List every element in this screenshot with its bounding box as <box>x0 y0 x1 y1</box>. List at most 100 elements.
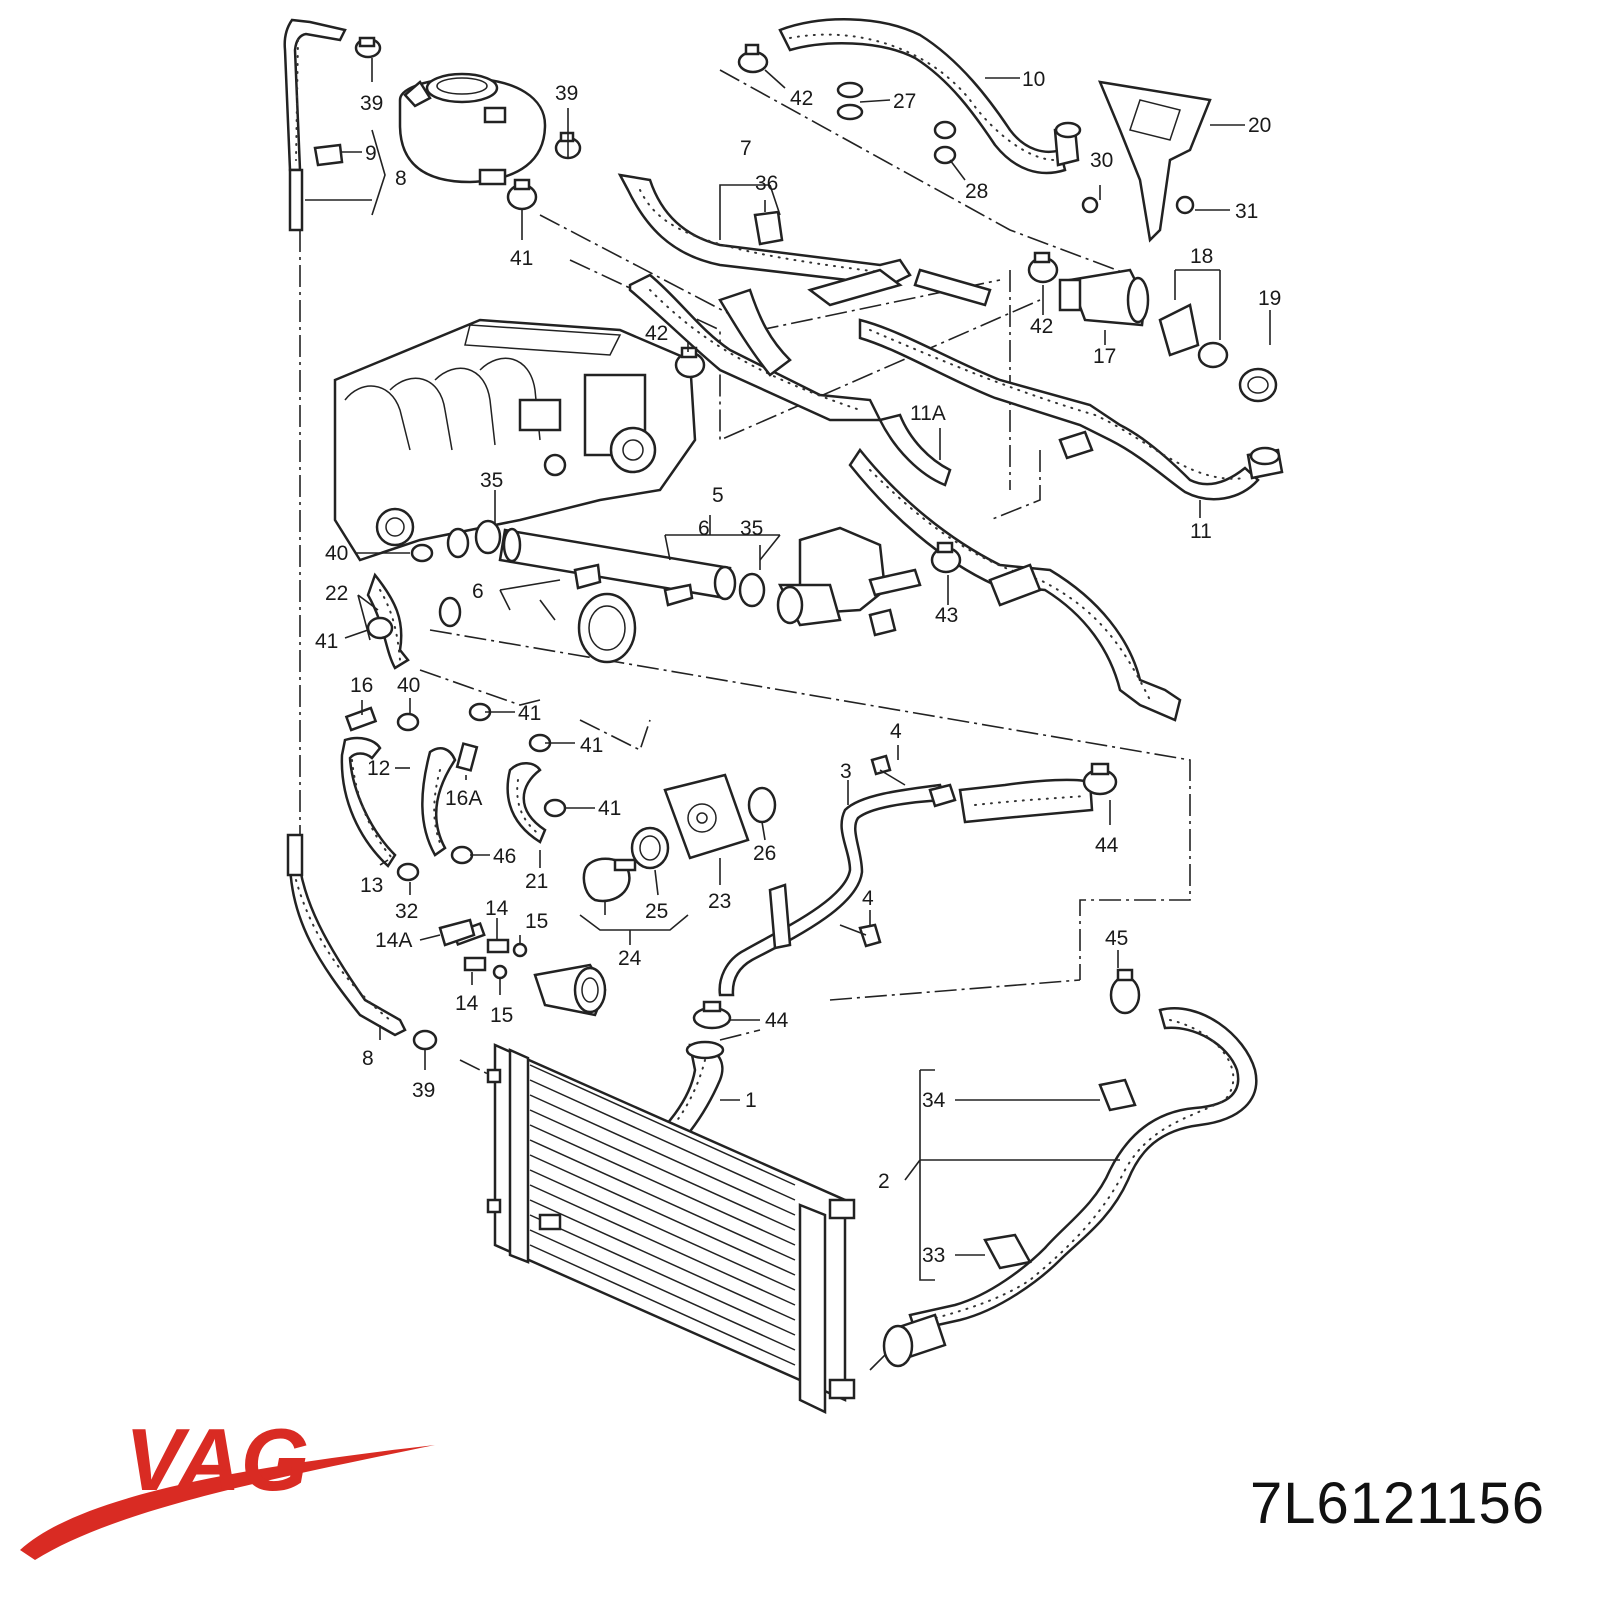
oil-cooler-23 <box>582 773 777 903</box>
callout-8-top: 8 <box>395 167 407 190</box>
clamp-32 <box>396 862 420 882</box>
callout-12: 12 <box>367 757 390 780</box>
callout-22: 22 <box>325 582 348 605</box>
leader-lines <box>305 58 1271 1281</box>
clamp-34 <box>1098 1078 1137 1112</box>
connector-14 <box>438 918 607 1017</box>
callout-14A: 14A <box>375 929 412 952</box>
callout-labels: 39 39 9 8 41 7 36 42 27 10 28 20 30 31 1… <box>315 68 1281 1267</box>
clamp-40-top <box>410 543 434 563</box>
clamp-41-tank <box>506 178 538 211</box>
clamp-40-mid <box>396 712 420 732</box>
callout-16: 16 <box>350 674 373 697</box>
clamp-43 <box>930 541 962 574</box>
callout-8-bottom: 8 <box>362 1047 374 1070</box>
logo-text: VAG <box>125 1410 309 1509</box>
clamp-39-top <box>354 36 382 59</box>
clamp-44-top <box>1082 762 1118 796</box>
clamp-9 <box>313 143 344 167</box>
callout-20: 20 <box>1248 114 1271 137</box>
clamp-42-right <box>1027 251 1059 284</box>
expansion-tank <box>398 72 547 186</box>
clamp-36 <box>753 210 784 246</box>
callout-35-left: 35 <box>480 469 503 492</box>
clamp-39-bottom <box>412 1029 438 1051</box>
coolant-pipe-3 <box>718 754 1094 997</box>
clamp-41-left <box>366 616 394 640</box>
callout-42-right: 42 <box>1030 315 1053 338</box>
callout-40-mid: 40 <box>397 674 420 697</box>
hose-11 <box>858 318 1284 501</box>
clamp-28 <box>933 120 957 165</box>
callout-43: 43 <box>935 604 958 627</box>
callout-14-top: 14 <box>485 897 509 920</box>
callout-24: 24 <box>618 947 642 970</box>
callout-16A: 16A <box>445 787 482 810</box>
callout-44-bottom: 44 <box>765 1009 789 1032</box>
callout-18: 18 <box>1190 245 1213 268</box>
callout-7: 7 <box>740 137 752 160</box>
callout-36: 36 <box>755 172 778 195</box>
hose-8 <box>283 18 407 1037</box>
callout-15-top: 15 <box>525 910 548 933</box>
callout-2: 2 <box>878 1170 890 1193</box>
callout-6-left: 6 <box>472 580 484 603</box>
callout-40-top: 40 <box>325 542 348 565</box>
thermostat-housing <box>776 526 922 637</box>
callout-39-mid: 39 <box>555 82 578 105</box>
callout-30: 30 <box>1090 149 1113 172</box>
callout-10: 10 <box>1022 68 1045 91</box>
callout-39-bottom: 39 <box>412 1079 435 1102</box>
callout-41-tank: 41 <box>510 247 533 270</box>
callout-23: 23 <box>708 890 731 913</box>
callout-42-top: 42 <box>790 87 813 110</box>
callout-41-c: 41 <box>598 797 621 820</box>
hose-7 <box>617 173 992 422</box>
callout-41-left: 41 <box>315 630 338 653</box>
clamp-27 <box>836 81 864 121</box>
clamp-41-c <box>543 798 567 818</box>
callout-5: 5 <box>712 484 724 507</box>
hose-clamps <box>313 36 1141 1270</box>
callout-9: 9 <box>365 142 377 165</box>
callout-21: 21 <box>525 870 548 893</box>
callout-26: 26 <box>753 842 776 865</box>
callout-4-bottom: 4 <box>862 887 874 910</box>
callout-19: 19 <box>1258 287 1281 310</box>
clamp-42-top <box>737 43 769 74</box>
coolant-pipe-5 <box>438 519 766 664</box>
hose-10 <box>778 18 1082 175</box>
callout-14-bottom: 14 <box>455 992 479 1015</box>
callout-39-top: 39 <box>360 92 383 115</box>
part-number: 7L6121156 <box>1249 1471 1545 1536</box>
hose-2 <box>882 1007 1258 1368</box>
clamp-42-mid <box>674 346 706 379</box>
callout-11: 11 <box>1190 520 1212 543</box>
callout-1: 1 <box>745 1089 757 1112</box>
callout-27: 27 <box>893 90 916 113</box>
callout-13: 13 <box>360 874 383 897</box>
auxiliary-pump-17 <box>1058 80 1278 403</box>
callout-41-a: 41 <box>518 702 541 725</box>
vag-logo: VAG <box>20 1410 435 1560</box>
callout-42-mid: 42 <box>645 322 668 345</box>
radiator <box>486 1043 856 1414</box>
clamp-45 <box>1109 968 1141 1015</box>
clamp-33 <box>983 1233 1032 1270</box>
callout-28: 28 <box>965 180 988 203</box>
callout-15-bottom: 15 <box>490 1004 513 1027</box>
callout-34: 34 <box>922 1089 946 1112</box>
callout-35-right: 35 <box>740 517 763 540</box>
callout-46: 46 <box>493 845 516 868</box>
callout-32: 32 <box>395 900 418 923</box>
callout-4-top: 4 <box>890 720 902 743</box>
callout-3: 3 <box>840 760 852 783</box>
callout-33: 33 <box>922 1244 945 1267</box>
clamp-46 <box>450 845 474 865</box>
callout-31: 31 <box>1235 200 1258 223</box>
callout-11A: 11A <box>910 402 946 425</box>
engine-block <box>333 318 697 562</box>
callout-25: 25 <box>645 900 668 923</box>
callout-17: 17 <box>1093 345 1116 368</box>
